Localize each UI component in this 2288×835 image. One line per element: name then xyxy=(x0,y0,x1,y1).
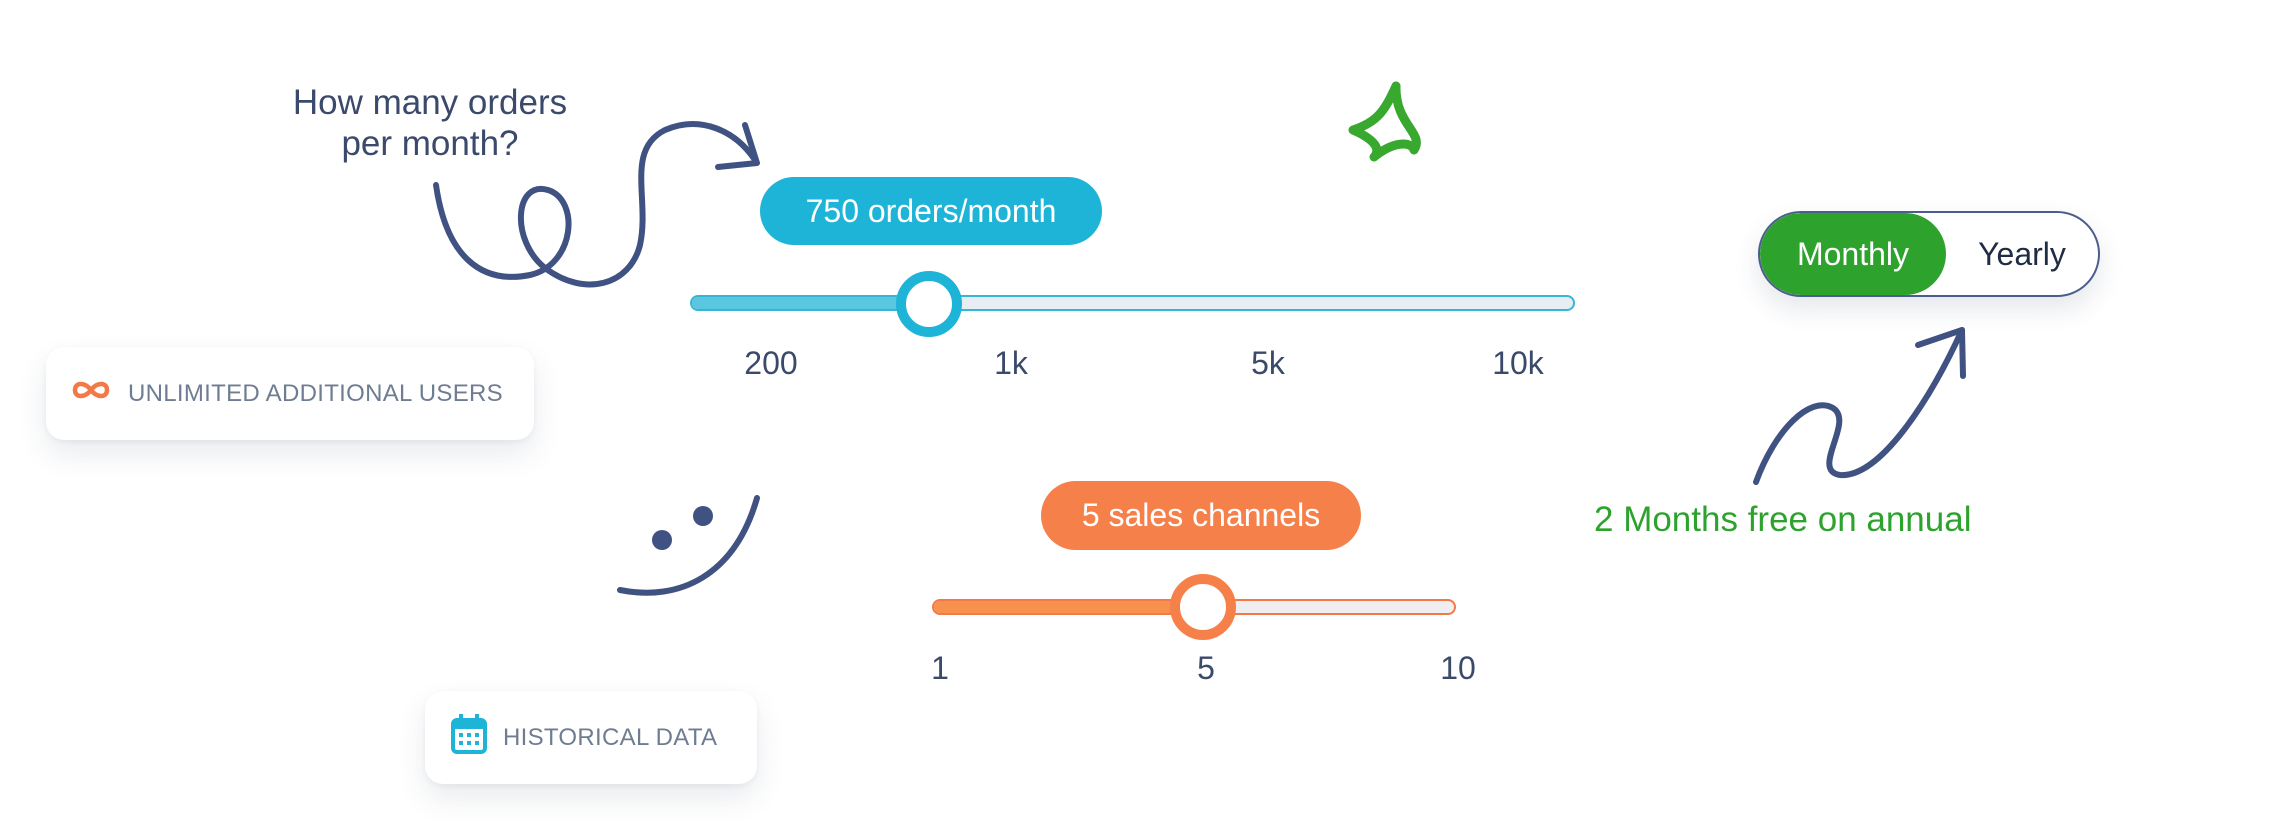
sparkle-doodle xyxy=(1348,81,1421,162)
curly-arrow-head xyxy=(715,122,760,170)
channels-value-badge: 5 sales channels xyxy=(1041,481,1361,550)
orders-question: How many orders per month? xyxy=(245,82,615,164)
channels-tick-10: 10 xyxy=(1440,650,1476,686)
orders-tick-10k: 10k xyxy=(1492,345,1544,381)
infinity-icon xyxy=(70,379,112,408)
smiley-eye-right xyxy=(693,506,713,526)
channels-slider-fill xyxy=(934,601,1204,613)
billing-period-toggle[interactable]: Monthly Yearly xyxy=(1758,211,2100,297)
historical-data-card: HISTORICAL DATA xyxy=(425,691,757,784)
channels-tick-5: 5 xyxy=(1197,650,1215,686)
channels-tick-1: 1 xyxy=(931,650,949,686)
orders-slider-fill xyxy=(692,297,929,309)
historical-data-label: HISTORICAL DATA xyxy=(503,723,718,751)
orders-value-badge: 750 orders/month xyxy=(760,177,1102,245)
orders-tick-5k: 5k xyxy=(1251,345,1285,381)
calendar-icon xyxy=(451,713,487,761)
unlimited-users-card: UNLIMITED ADDITIONAL USERS xyxy=(46,347,534,440)
question-line-2: per month? xyxy=(341,124,519,163)
smiley-mouth xyxy=(617,495,760,596)
curly-arrow-doodle xyxy=(433,121,758,288)
question-line-1: How many orders xyxy=(292,83,568,122)
channels-slider-handle[interactable] xyxy=(1170,574,1236,640)
orders-tick-1k: 1k xyxy=(994,345,1028,381)
annual-promo-text: 2 Months free on annual xyxy=(1594,500,1972,539)
smiley-eye-left xyxy=(652,530,672,550)
orders-slider-handle[interactable] xyxy=(896,271,962,337)
monthly-option[interactable]: Monthly xyxy=(1760,213,1946,295)
yearly-option[interactable]: Yearly xyxy=(1978,235,2066,272)
unlimited-users-label: UNLIMITED ADDITIONAL USERS xyxy=(128,379,503,407)
promo-arrow-head xyxy=(1915,327,1966,379)
orders-tick-200: 200 xyxy=(744,345,798,381)
promo-arrow-doodle xyxy=(1753,327,1965,485)
